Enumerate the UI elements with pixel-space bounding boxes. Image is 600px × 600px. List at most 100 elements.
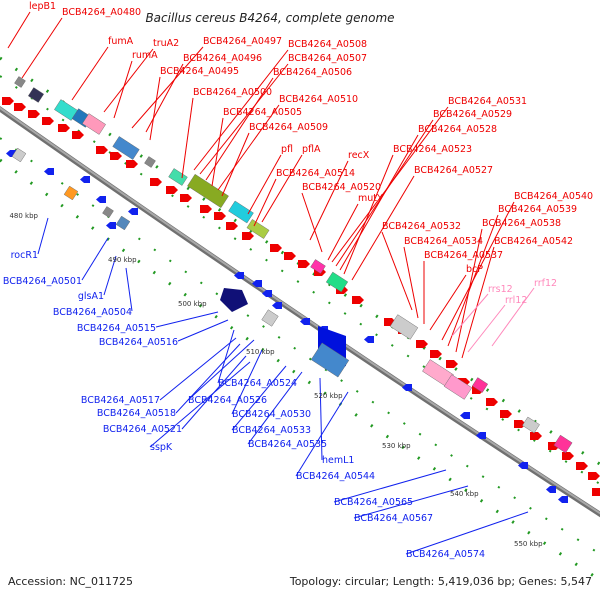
label-leader-lines [7,11,535,555]
forward-gene-label-bcb4264-a0507: BCB4264_A0507 [288,53,367,64]
reverse-gene-label-heml1: hemL1 [322,455,354,466]
leader-bcb4264-a0534 [403,246,419,319]
feature-block [187,173,229,209]
reverse-gene-arrow [96,196,106,203]
feature-block [27,87,45,103]
scale-tick-t550: 550 kbp [514,540,543,548]
forward-gene-arrow [530,432,542,440]
forward-gene-label-fuma: fumA [108,36,134,47]
forward-gene-label-bcb4264-a0496: BCB4264_A0496 [183,53,262,64]
feature-block [115,215,131,231]
leader-bcb4264-a0500 [181,97,194,179]
forward-gene-arrow [352,296,364,304]
forward-gene-arrow [200,205,212,213]
leader-bcb4264-a0506 [205,77,274,181]
scale-tick-t500: 500 kbp [178,300,207,308]
feature-block [82,113,106,135]
forward-gene-label-bcb4264-a0532: BCB4264_A0532 [382,221,461,232]
forward-gene-arrow [298,260,310,268]
forward-gene-arrow [166,186,178,194]
forward-gene-arrow [28,110,40,118]
forward-gene-label-bcb4264-a0514: BCB4264_A0514 [276,168,355,179]
leader-bcb4264-a0533 [231,365,287,431]
forward-gene-label-bcb4264-a0529: BCB4264_A0529 [433,109,512,120]
leader-bcb4264-a0574 [405,511,529,555]
leader-bcb4264-a0527 [351,175,415,281]
feature-block [553,434,573,454]
feature-block [112,136,140,160]
reverse-gene-arrow [518,462,528,469]
reverse-gene-label-bcb4264-a0565: BCB4264_A0565 [334,497,413,508]
reverse-gene-label-bcb4264-a0526: BCB4264_A0526 [188,395,267,406]
leader-bcb4264-a0514 [253,178,277,227]
forward-gene-arrow [242,232,254,240]
leader-rrl12 [467,304,506,353]
leader-bcb4264-a0505 [211,117,224,187]
leader-bcb4264-a0526 [187,339,255,401]
leader-bcb4264-a0495 [149,76,161,141]
leader-bcb4264-a0565 [333,469,447,503]
forward-gene-arrow [576,462,588,470]
scale-tick-t530: 530 kbp [382,442,411,450]
forward-gene-arrow [588,472,600,480]
leader-lepb1 [7,11,31,49]
reverse-gene-arrow [44,168,54,175]
forward-gene-arrow [446,360,458,368]
forward-gene-label-bcb4264-a0534: BCB4264_A0534 [404,236,483,247]
reverse-gene-label-bcb4264-a0524: BCB4264_A0524 [218,378,297,389]
forward-gene-arrow [416,340,428,348]
forward-gene-label-recx: recX [348,150,370,161]
reverse-gene-arrow [80,176,90,183]
leader-bcb4264-a0510 [217,104,280,191]
rna-gene-label-rrl12: rrl12 [505,295,527,306]
rna-gene-label-rrf12: rrf12 [534,278,557,289]
forward-gene-arrow [72,131,84,139]
leader-bcb4264-a0517 [159,337,237,401]
forward-gene-arrow [270,244,282,252]
forward-gene-arrow [430,350,442,358]
forward-gene-arrow [226,222,238,230]
forward-gene-label-bcb4264-a0540: BCB4264_A0540 [514,191,593,202]
leader-bcb4264-a0501 [81,237,109,281]
forward-gene-arrow [214,212,226,220]
leader-pfla [261,154,303,223]
leader-bcb4264-a0496 [145,63,184,133]
forward-gene-arrow [2,97,14,105]
forward-gene-label-bcb4264-a0531: BCB4264_A0531 [448,96,527,107]
forward-gene-arrow [562,452,574,460]
leader-bcb4264-a0532 [381,231,413,311]
leader-bcb4264-a0480 [21,17,63,79]
map-title: Bacillus cereus B4264, complete genome [145,11,394,25]
reverse-gene-label-bcb4264-a0521: BCB4264_A0521 [103,424,182,435]
forward-gene-label-pfl: pfl [281,144,293,155]
leader-bcp [429,274,467,331]
scale-tick-t510: 510 kbp [246,348,275,356]
forward-gene-label-trua2: truA2 [153,38,179,49]
reverse-gene-label-bcb4264-a0535: BCB4264_A0535 [248,439,327,450]
feature-block [14,76,26,88]
forward-gene-label-muty: mutY [358,193,383,204]
accession-text: Accession: NC_011725 [8,575,133,588]
reverse-gene-label-sspk: sspK [150,442,173,453]
feature-block [522,416,540,434]
forward-gene-label-bcb4264-a0537: BCB4264_A0537 [424,250,503,261]
forward-gene-label-bcb4264-a0497: BCB4264_A0497 [203,36,282,47]
leader-rocr1 [37,217,49,255]
leader-trua2 [103,48,154,113]
guide-ring-dots [0,137,600,556]
feature-block [389,314,419,340]
forward-gene-arrow [500,410,512,418]
leader-pfl [247,154,282,215]
scale-tick-t480: 480 kbp [9,212,38,220]
leader-heml1 [319,377,323,461]
reverse-gene-label-bcb4264-a0530: BCB4264_A0530 [232,409,311,420]
reverse-gene-arrow [364,336,374,343]
leader-bcb4264-a0540 [441,201,515,341]
leader-bcb4264-a0508 [193,49,289,171]
leader-bcb4264-a0567 [353,485,469,519]
reverse-gene-label-glsa1: glsA1 [78,291,104,302]
reverse-gene-label-bcb4264-a0544: BCB4264_A0544 [296,471,375,482]
reverse-gene-arrow [234,272,244,279]
